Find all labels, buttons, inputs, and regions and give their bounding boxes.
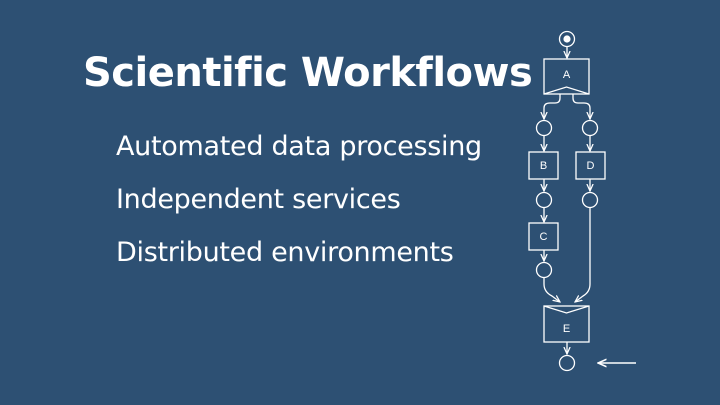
- task-a: [543, 58, 590, 95]
- task-a-label: A: [563, 69, 571, 81]
- place-node: [581, 119, 599, 137]
- place-node: [581, 191, 599, 209]
- slide-title: Scientific Workflows: [83, 50, 533, 96]
- place-node: [535, 119, 553, 137]
- bullet-item: Automated data processing: [116, 131, 482, 162]
- start-node: [558, 30, 576, 48]
- task-d-label: D: [587, 160, 595, 172]
- place-node: [535, 261, 553, 279]
- task-b-label: B: [540, 160, 547, 172]
- task-e-label: E: [563, 323, 570, 335]
- bullet-item: Distributed environments: [116, 237, 454, 268]
- task-c-label: C: [540, 231, 548, 243]
- place-node: [535, 191, 553, 209]
- bullet-list: Automated data processing Independent se…: [116, 128, 482, 287]
- edge-a-p1: [544, 94, 561, 119]
- edge-a-p2: [572, 94, 590, 119]
- edge-p4-e: [575, 208, 591, 302]
- end-node: [558, 354, 576, 372]
- bullet-item: Independent services: [116, 184, 401, 215]
- edge-p5-e: [543, 278, 560, 302]
